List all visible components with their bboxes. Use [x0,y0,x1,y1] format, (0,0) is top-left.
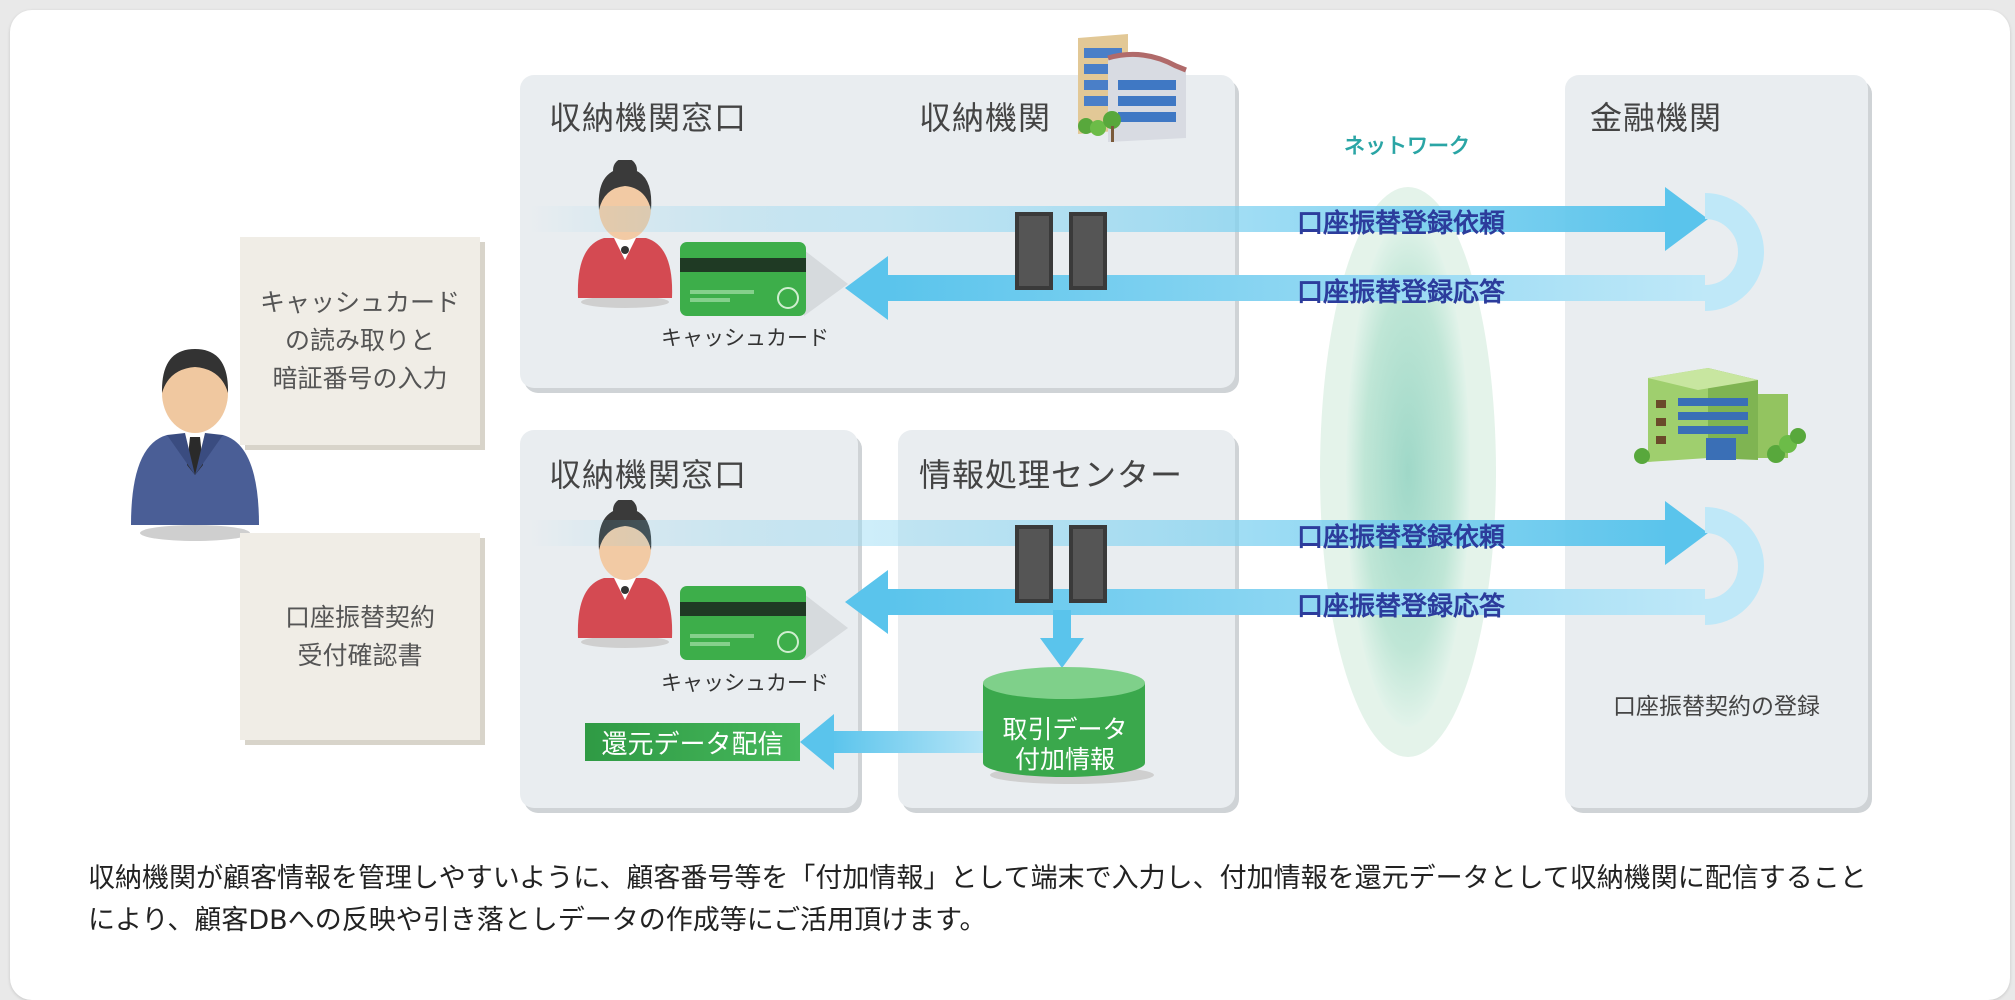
cash-card-bottom-icon [680,586,848,660]
bottom-request-label: 口座振替登録依頼 [1297,523,1506,553]
return-data-label: 還元データ配信 [601,730,784,760]
cash-card-bottom-label: キャッシュカード [661,671,829,695]
top-institution-title: 収納機関 [919,99,1052,137]
cash-card-top-label: キャッシュカード [661,326,829,350]
return-data-banner [585,723,800,761]
receipt-note: 口座振替契約 受付確認書 [240,533,480,740]
top-response-label: 口座振替登録応答 [1297,278,1506,308]
top-flow-arrows [530,187,1764,770]
top-request-label: 口座振替登録依頼 [1297,209,1506,239]
bank-registration-label: 口座振替契約の登録 [1613,694,1820,720]
bank-building-icon [1634,368,1806,464]
diagram-caption: 収納機関が顧客情報を管理しやすいように、顧客番号等を「付加情報」として端末で入力… [88,858,1968,942]
customer-icon [131,349,259,541]
bottom-window-title: 収納機関窓口 [549,456,748,494]
caption-line-1: 収納機関が顧客情報を管理しやすいように、顧客番号等を「付加情報」として端末で入力… [88,863,1867,894]
bottom-response-label: 口座振替登録応答 [1297,592,1506,622]
network-label: ネットワーク [1344,134,1470,158]
processing-center-title: 情報処理センター [919,456,1184,494]
server-bottom-icon [1015,525,1107,603]
office-building-icon [1078,34,1187,142]
db-label-line1: 取引データ [1002,715,1128,744]
cash-card-top-icon [680,242,848,316]
database-icon [983,667,1154,784]
card-reading-note: キャッシュカード の読み取りと 暗証番号の入力 [240,237,480,445]
db-label-line2: 付加情報 [1014,745,1115,774]
caption-line-2: により、顧客DBへの反映や引き落としデータの作成等にご活用頂けます。 [88,905,987,936]
bank-title: 金融機関 [1590,99,1723,137]
server-top-icon [1015,212,1107,290]
top-window-title: 収納機関窓口 [549,99,748,137]
